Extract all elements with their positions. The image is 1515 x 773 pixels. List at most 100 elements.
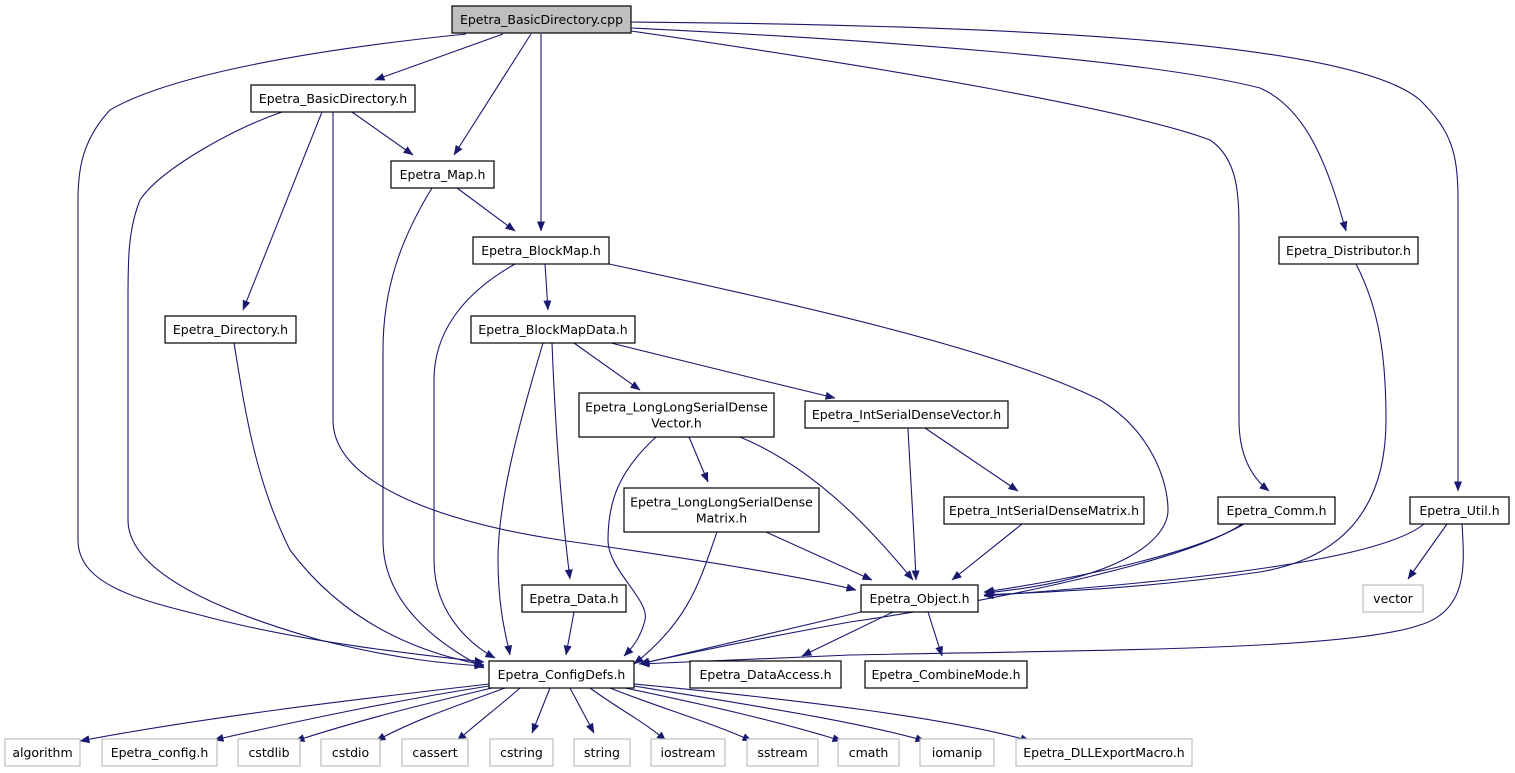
edge-blockmap_h-to-object_h	[608, 263, 1169, 597]
node-label: Epetra_BlockMapData.h	[478, 322, 627, 337]
node-box	[689, 660, 842, 689]
node-label: iomanip	[932, 745, 982, 760]
edge-llsdm_h-to-object_h	[765, 531, 873, 581]
node-iomanip[interactable]: iomanip	[919, 738, 995, 767]
node-data_h[interactable]: Epetra_Data.h	[521, 584, 627, 613]
edge-configdefs_h-to-dllexport_h	[633, 683, 1031, 743]
edge-map_h-to-configdefs_h	[382, 187, 485, 669]
node-isdv_h[interactable]: Epetra_IntSerialDenseVector.h	[804, 400, 1009, 429]
node-label: string	[584, 745, 620, 760]
node-blockmap_h[interactable]: Epetra_BlockMap.h	[472, 236, 610, 265]
node-sstream[interactable]: sstream	[746, 738, 819, 767]
edge-llsdv_h-to-object_h	[739, 436, 914, 581]
node-box	[250, 84, 416, 113]
node-isdm_h[interactable]: Epetra_IntSerialDenseMatrix.h	[943, 496, 1145, 525]
node-configdefs_h[interactable]: Epetra_ConfigDefs.h	[488, 660, 635, 689]
node-label: Epetra_BasicDirectory.h	[259, 91, 407, 106]
edge-basicdir_h-to-directory_h	[242, 111, 323, 311]
node-comm_h[interactable]: Epetra_Comm.h	[1217, 496, 1336, 525]
node-box	[237, 738, 301, 767]
node-cstdlib[interactable]: cstdlib	[237, 738, 301, 767]
edge-configdefs_h-to-cstring	[531, 687, 551, 734]
node-box	[578, 392, 775, 438]
edge-blockmapdata_h-to-llsdv_h	[573, 342, 641, 391]
node-iostream[interactable]: iostream	[650, 738, 726, 767]
edge-util_h-to-configdefs_h	[639, 523, 1464, 668]
node-label: Epetra_DataAccess.h	[699, 667, 831, 682]
node-label: cmath	[849, 745, 889, 760]
node-label: Epetra_ConfigDefs.h	[498, 667, 626, 682]
node-box	[1362, 584, 1424, 613]
node-box	[488, 660, 635, 689]
node-cstdio[interactable]: cstdio	[320, 738, 381, 767]
edge-llsdm_h-to-configdefs_h	[633, 531, 718, 665]
node-dllexport_h[interactable]: Epetra_DLLExportMacro.h	[1015, 738, 1193, 767]
node-util_h[interactable]: Epetra_Util.h	[1409, 496, 1510, 525]
node-box	[4, 738, 81, 767]
node-cmath[interactable]: cmath	[837, 738, 900, 767]
node-label: Epetra_Distributor.h	[1286, 243, 1411, 258]
node-label: Epetra_config.h	[111, 745, 209, 760]
node-label: Epetra_Data.h	[529, 591, 618, 606]
edge-configdefs_h-to-sstream	[609, 687, 753, 742]
node-label: iostream	[661, 745, 716, 760]
edge-configdefs_h-to-cassert	[456, 687, 521, 742]
node-algorithm[interactable]: algorithm	[4, 738, 81, 767]
node-label: cassert	[412, 745, 457, 760]
edge-basicdir_cpp-to-map_h	[453, 33, 532, 156]
edge-comm_h-to-object_h	[983, 523, 1245, 595]
edge-util_h-to-vector	[1407, 523, 1448, 580]
node-label: Epetra_Comm.h	[1226, 503, 1326, 518]
node-combinemode_h[interactable]: Epetra_CombineMode.h	[864, 660, 1028, 689]
node-label: Epetra_LongLongSerialDense	[630, 495, 813, 510]
edge-configdefs_h-to-epetra_config_h	[213, 685, 490, 742]
node-box	[489, 738, 554, 767]
node-directory_h[interactable]: Epetra_Directory.h	[164, 315, 297, 344]
node-box	[101, 738, 218, 767]
node-string[interactable]: string	[573, 738, 631, 767]
edge-configdefs_h-to-iostream	[589, 687, 667, 742]
edge-isdv_h-to-object_h	[907, 427, 920, 581]
node-blockmapdata_h[interactable]: Epetra_BlockMapData.h	[470, 315, 636, 344]
node-map_h[interactable]: Epetra_Map.h	[390, 160, 495, 189]
node-box	[451, 5, 632, 34]
edge-blockmapdata_h-to-data_h	[551, 342, 573, 580]
node-label: Matrix.h	[696, 511, 747, 526]
node-label: algorithm	[12, 745, 72, 760]
node-label: Epetra_Object.h	[869, 591, 969, 606]
node-label: Epetra_CombineMode.h	[872, 667, 1021, 682]
node-object_h[interactable]: Epetra_Object.h	[860, 584, 979, 613]
node-label: Epetra_BlockMap.h	[481, 243, 601, 258]
node-label: cstdio	[332, 745, 369, 760]
edge-basicdir_cpp-to-basicdir_h	[374, 33, 504, 81]
node-epetra_config_h[interactable]: Epetra_config.h	[101, 738, 218, 767]
node-label: Epetra_Directory.h	[173, 322, 288, 337]
node-label: Vector.h	[651, 416, 702, 431]
node-box	[1015, 738, 1193, 767]
node-label: Epetra_DLLExportMacro.h	[1023, 745, 1184, 760]
node-basicdir_h[interactable]: Epetra_BasicDirectory.h	[250, 84, 416, 113]
edge-object_h-to-combinemode_h	[927, 611, 943, 657]
node-cstring[interactable]: cstring	[489, 738, 554, 767]
node-basicdir_cpp[interactable]: Epetra_BasicDirectory.cpp	[451, 5, 632, 34]
node-cassert[interactable]: cassert	[401, 738, 469, 767]
node-dataaccess_h[interactable]: Epetra_DataAccess.h	[689, 660, 842, 689]
node-box	[390, 160, 495, 189]
edge-basicdir_cpp-to-configdefs_h	[77, 33, 485, 665]
node-box	[943, 496, 1145, 525]
edge-comm_h-to-configdefs_h	[638, 523, 1243, 666]
node-label: Epetra_BasicDirectory.cpp	[460, 12, 623, 27]
node-box	[470, 315, 636, 344]
edge-map_h-to-blockmap_h	[456, 187, 516, 232]
edge-configdefs_h-to-string	[569, 687, 595, 734]
node-vector[interactable]: vector	[1362, 584, 1424, 613]
node-label: Epetra_Map.h	[400, 167, 486, 182]
node-distributor_h[interactable]: Epetra_Distributor.h	[1278, 236, 1419, 265]
edge-util_h-to-object_h	[983, 523, 1425, 600]
node-label: Epetra_Util.h	[1419, 503, 1499, 518]
edge-basicdir_cpp-to-comm_h	[630, 30, 1270, 492]
node-box	[1409, 496, 1510, 525]
node-box	[521, 584, 627, 613]
